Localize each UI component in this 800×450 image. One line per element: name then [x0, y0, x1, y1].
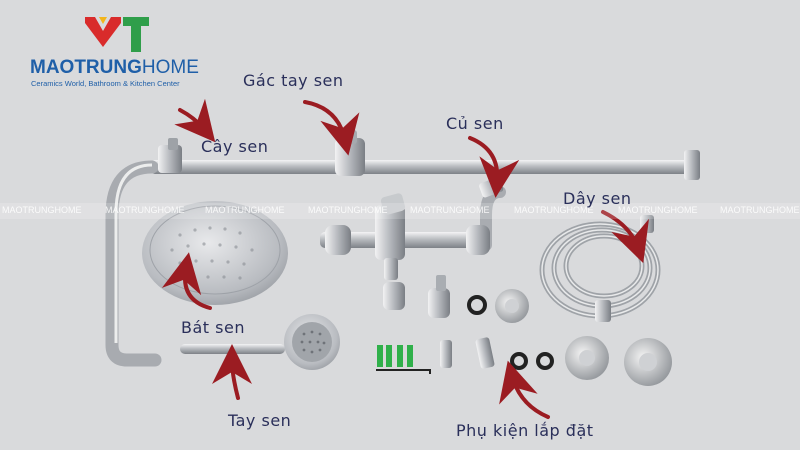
label-cu-sen: Củ sen [446, 114, 504, 133]
watermark-text: MAOTRUNGHOME [720, 205, 800, 215]
brand-name-light: HOME [141, 57, 199, 78]
watermark-text: MAOTRUNGHOME [105, 205, 185, 215]
label-day-sen: Dây sen [563, 189, 632, 208]
brand-tagline: Ceramics World, Bathroom & Kitchen Cente… [31, 79, 180, 88]
watermark-text: MAOTRUNGHOME [2, 205, 82, 215]
watermark-text: MAOTRUNGHOME [618, 205, 698, 215]
label-bat-sen: Bát sen [181, 318, 245, 337]
brand-name-bold: MAOTRUNG [30, 57, 142, 78]
label-phu-kien-lap-dat: Phụ kiện lắp đặt [456, 421, 594, 440]
logo-mark-icon [85, 17, 149, 52]
watermark-text: MAOTRUNGHOME [205, 205, 285, 215]
label-cay-sen: Cây sen [201, 137, 269, 156]
watermark-band [0, 203, 800, 219]
label-gac-tay-sen: Gác tay sen [243, 71, 344, 90]
watermark-text: MAOTRUNGHOME [308, 205, 388, 215]
watermark-text: MAOTRUNGHOME [410, 205, 490, 215]
brand-logo [30, 15, 230, 90]
label-tay-sen: Tay sen [228, 411, 292, 430]
brand-name: MAOTRUNGHOME [30, 57, 199, 79]
watermark-text: MAOTRUNGHOME [514, 205, 594, 215]
